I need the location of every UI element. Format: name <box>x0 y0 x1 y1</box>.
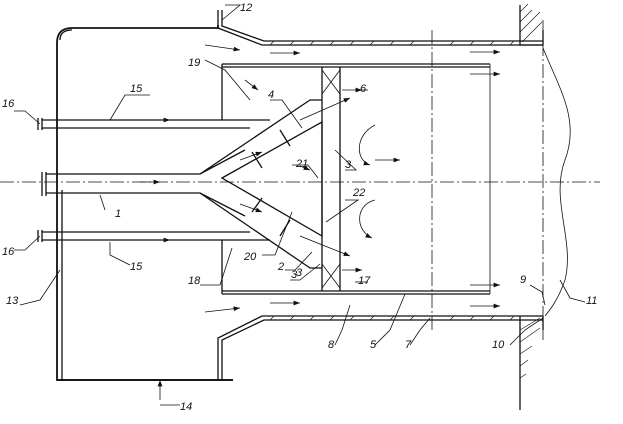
central-fuel-pipe <box>41 149 246 217</box>
flame-tube <box>221 63 491 295</box>
label-7: 7 <box>405 339 412 351</box>
label-10: 10 <box>492 339 505 351</box>
label-12: 12 <box>240 2 252 14</box>
label-16-bottom: 16 <box>2 246 15 258</box>
label-11: 11 <box>586 295 597 307</box>
label-21: 21 <box>295 158 308 170</box>
outer-cone-top <box>217 10 543 46</box>
label-14: 14 <box>180 401 192 413</box>
right-flange <box>519 3 571 410</box>
label-4: 4 <box>268 89 274 101</box>
label-8: 8 <box>328 339 335 351</box>
outer-cone-bottom <box>217 315 543 380</box>
label-1: 1 <box>115 208 121 220</box>
shell-hatching <box>269 40 515 321</box>
label-22: 22 <box>352 187 365 199</box>
label-9: 9 <box>520 274 526 286</box>
housing-wall <box>56 25 233 381</box>
label-15-top: 15 <box>130 83 143 95</box>
label-3-mid: 3 <box>291 269 298 281</box>
leader-lines <box>14 4 586 406</box>
label-20: 20 <box>243 251 257 263</box>
swirler-grid <box>321 67 341 291</box>
label-6: 6 <box>360 83 367 95</box>
burner-cone <box>199 99 323 269</box>
label-18: 18 <box>188 275 201 287</box>
label-5: 5 <box>370 339 377 351</box>
label-3-top: 3 <box>345 159 352 171</box>
label-2: 2 <box>277 261 284 273</box>
label-19: 19 <box>188 57 200 69</box>
label-3-bottom: 3 <box>296 267 303 279</box>
label-16-top: 16 <box>2 98 15 110</box>
part-labels: 1 2 3 3 3 4 5 6 7 8 9 10 11 12 13 14 15 … <box>2 2 597 413</box>
label-17: 17 <box>358 275 371 287</box>
label-15-bottom: 15 <box>130 261 143 273</box>
flow-arrows <box>140 44 500 313</box>
label-13: 13 <box>6 295 19 307</box>
centerlines <box>0 20 600 340</box>
